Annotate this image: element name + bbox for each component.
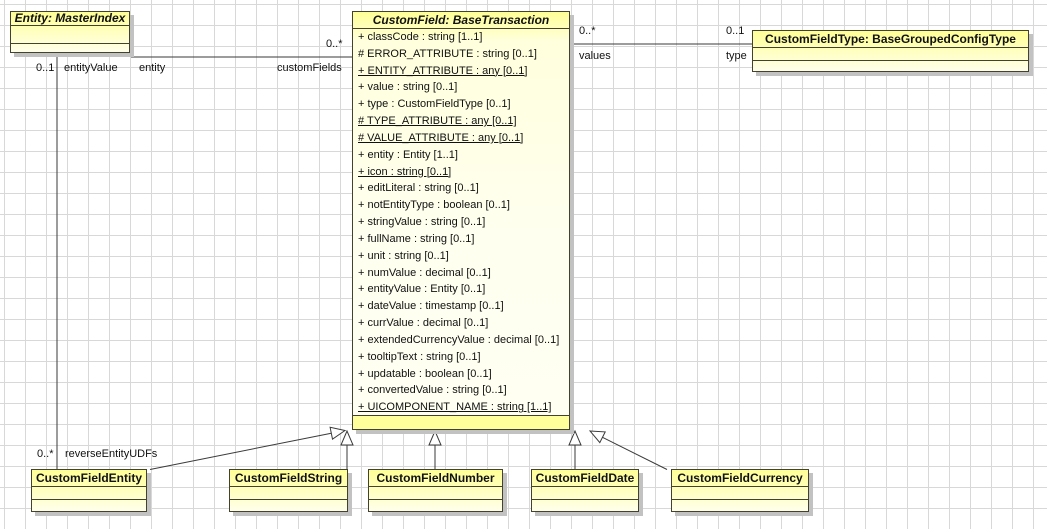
attribute-row: + fullName : string [0..1] — [358, 232, 475, 245]
class-customfield-basetransaction[interactable]: CustomField: BaseTransaction + classCode… — [352, 11, 570, 430]
attribute-row: + stringValue : string [0..1] — [358, 216, 486, 229]
attribute-row: + numValue : decimal [0..1] — [358, 266, 491, 279]
multiplicity-label-reverseentityudfs: 0..* — [37, 448, 54, 460]
role-label-reverseentityudfs: reverseEntityUDFs — [65, 448, 158, 460]
attribute-row: + tooltipText : string [0..1] — [358, 350, 481, 363]
attributes-compartment: + classCode : string [1..1] # ERROR_ATTRI… — [353, 29, 569, 416]
generalization-customfieldnumber[interactable] — [428, 429, 442, 469]
attributes-compartment — [11, 26, 129, 44]
class-customfieldnumber[interactable]: CustomFieldNumber — [368, 469, 503, 512]
role-label-values: values — [579, 50, 611, 62]
attribute-row: + icon : string [0..1] — [358, 165, 452, 178]
generalization-customfieldentity[interactable] — [149, 426, 347, 470]
generalization-customfieldcurrency[interactable] — [588, 430, 668, 470]
generalization-customfieldstring[interactable] — [340, 429, 354, 469]
attributes-compartment — [672, 487, 808, 500]
attributes-compartment — [32, 487, 146, 500]
attributes-compartment — [753, 48, 1028, 61]
role-label-customfields: customFields — [277, 62, 342, 74]
class-customfielddate[interactable]: CustomFieldDate — [531, 469, 639, 512]
class-title: CustomFieldDate — [532, 470, 638, 487]
multiplicity-label-values: 0..* — [579, 25, 596, 37]
attribute-row: + extendedCurrencyValue : decimal [0..1] — [358, 333, 560, 346]
attribute-row: + value : string [0..1] — [358, 81, 458, 94]
role-label-entity: entity — [139, 62, 166, 74]
operations-compartment — [230, 500, 347, 512]
attribute-row: # TYPE_ATTRIBUTE : any [0..1] — [358, 115, 517, 128]
class-title: CustomFieldType: BaseGroupedConfigType — [753, 31, 1028, 48]
operations-compartment — [11, 44, 129, 53]
multiplicity-label-type: 0..1 — [726, 25, 745, 37]
operations-compartment — [353, 416, 569, 429]
multiplicity-label-customfields: 0..* — [326, 38, 343, 50]
generalization-customfielddate[interactable] — [568, 429, 582, 469]
class-title: CustomFieldEntity — [32, 470, 146, 487]
attribute-row: + updatable : boolean [0..1] — [358, 367, 492, 380]
operations-compartment — [672, 500, 808, 512]
class-title: Entity: MasterIndex — [11, 12, 129, 26]
class-entity-masterindex[interactable]: Entity: MasterIndex — [10, 11, 130, 53]
class-customfieldstring[interactable]: CustomFieldString — [229, 469, 348, 512]
class-customfieldcurrency[interactable]: CustomFieldCurrency — [671, 469, 809, 512]
class-title: CustomFieldNumber — [369, 470, 502, 487]
class-title: CustomFieldCurrency — [672, 470, 808, 487]
operations-compartment — [532, 500, 638, 512]
attribute-row: + UICOMPONENT_NAME : string [1..1] — [358, 401, 552, 414]
attribute-row: + entityValue : Entity [0..1] — [358, 283, 486, 296]
attributes-compartment — [532, 487, 638, 500]
attributes-compartment — [230, 487, 347, 500]
attribute-row: + classCode : string [1..1] — [358, 31, 483, 43]
class-title: CustomFieldString — [230, 470, 347, 487]
role-label-type: type — [726, 50, 747, 62]
attribute-row: + convertedValue : string [0..1] — [358, 384, 507, 397]
role-label-entityvalue: entityValue — [64, 62, 118, 74]
attribute-row: # ERROR_ATTRIBUTE : string [0..1] — [358, 47, 537, 60]
attribute-row: + editLiteral : string [0..1] — [358, 182, 479, 195]
attribute-row: + entity : Entity [1..1] — [358, 148, 458, 161]
operations-compartment — [369, 500, 502, 512]
class-customfieldtype-basegroupedconfigtype[interactable]: CustomFieldType: BaseGroupedConfigType — [752, 30, 1029, 72]
operations-compartment — [32, 500, 146, 512]
attributes-compartment — [369, 487, 502, 500]
attribute-row: + unit : string [0..1] — [358, 249, 449, 262]
attribute-row: + ENTITY_ATTRIBUTE : any [0..1] — [358, 64, 528, 77]
attribute-row: + type : CustomFieldType [0..1] — [358, 98, 511, 111]
attribute-row: + dateValue : timestamp [0..1] — [358, 300, 504, 313]
attribute-row: + notEntityType : boolean [0..1] — [358, 199, 510, 212]
attribute-row: + currValue : decimal [0..1] — [358, 317, 489, 330]
attribute-row: # VALUE_ATTRIBUTE : any [0..1] — [358, 131, 524, 144]
class-customfieldentity[interactable]: CustomFieldEntity — [31, 469, 147, 512]
operations-compartment — [753, 61, 1028, 72]
multiplicity-label-entityvalue: 0..1 — [36, 62, 55, 74]
class-title: CustomField: BaseTransaction — [353, 12, 569, 29]
